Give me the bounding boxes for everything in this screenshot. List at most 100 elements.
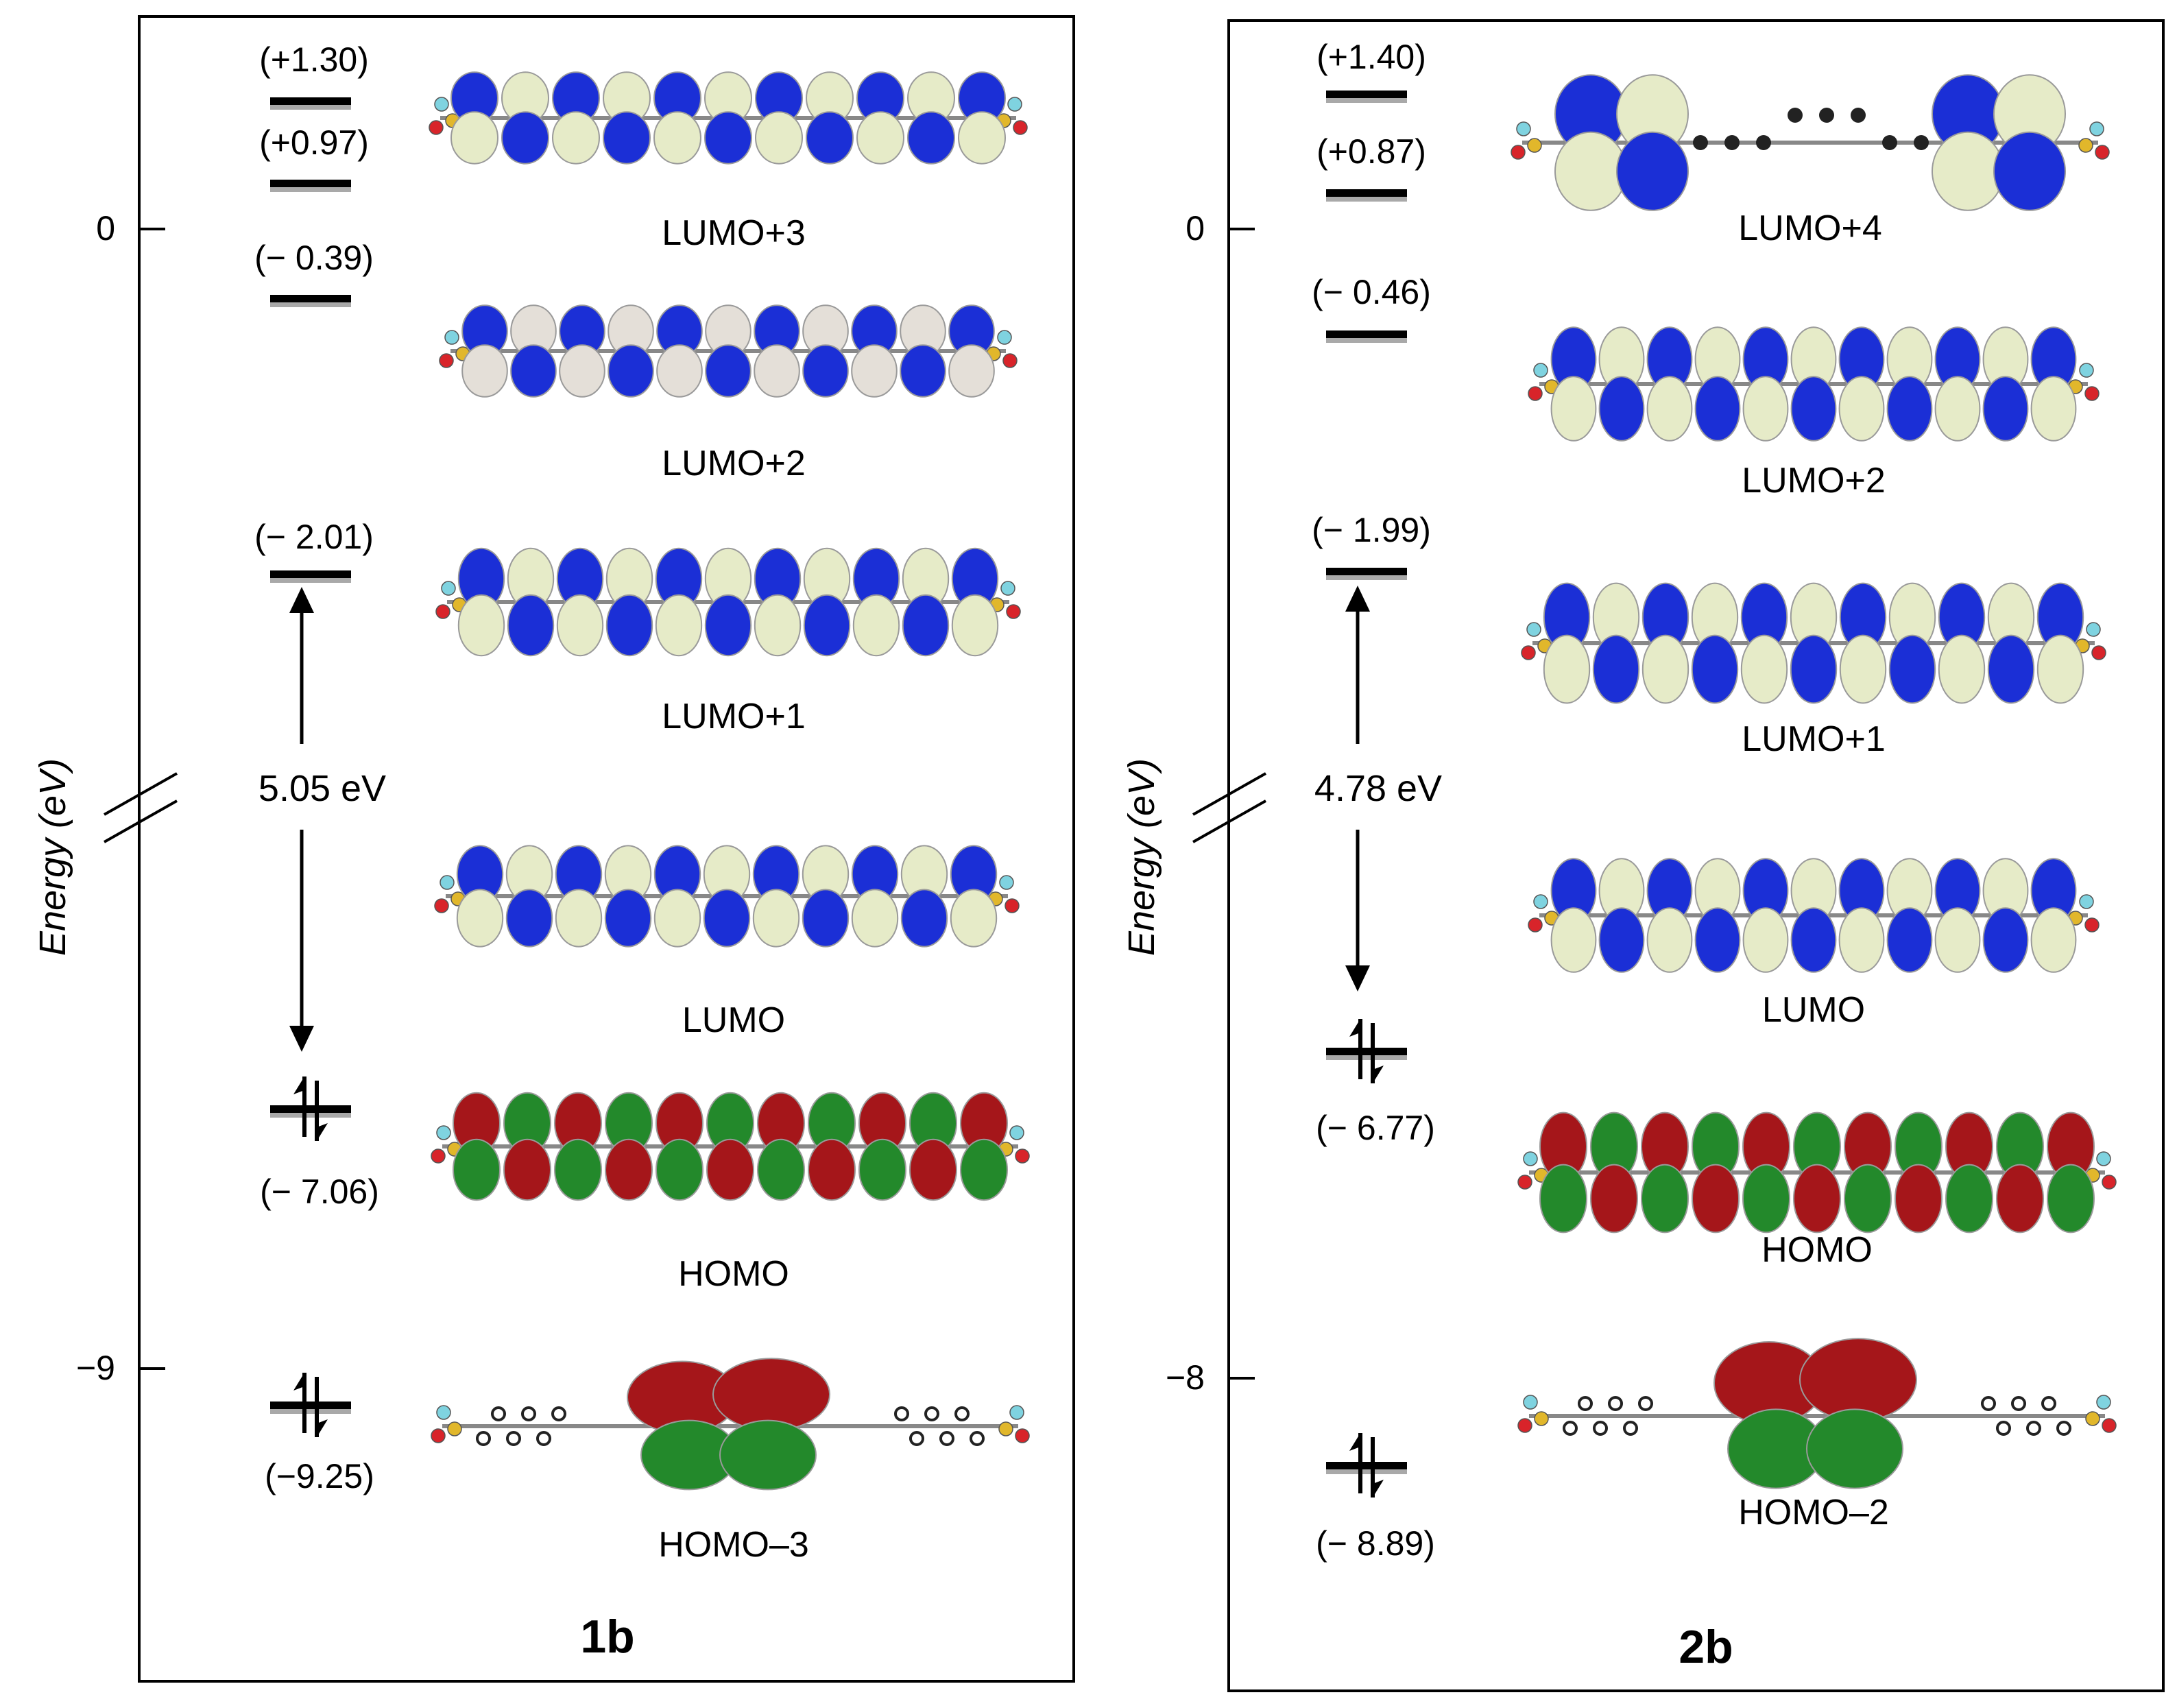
orbital-lumo-plus-2: LUMO+2 <box>439 304 1018 483</box>
axis-break-mark <box>104 772 178 816</box>
orbital-lumo-plus-2: LUMO+2 <box>1528 326 2100 501</box>
level-1: (+1.40) <box>1316 38 1426 103</box>
level-2: (+0.97) <box>259 123 369 192</box>
orbital-label: HOMO–3 <box>658 1525 809 1565</box>
tick-label: −8 <box>1166 1358 1205 1397</box>
orbital-homo: HOMO <box>431 1092 1030 1294</box>
level-value: (+1.30) <box>259 40 369 79</box>
orbital-isosurface <box>431 1092 1030 1201</box>
level-2: (+0.87) <box>1316 132 1426 202</box>
gap-value: 4.78 eV <box>1314 768 1442 809</box>
orbital-isosurface <box>435 547 1021 657</box>
panel-title: 1b <box>580 1611 634 1663</box>
level-shadow <box>1326 1055 1407 1060</box>
level-shadow <box>1326 1469 1407 1474</box>
level-3: (− 0.39) <box>254 239 374 307</box>
axis-title: Energy (eV) <box>32 758 73 956</box>
orbital-label: LUMO+4 <box>1738 208 1882 248</box>
tick-label: −9 <box>76 1349 115 1387</box>
panel-1b: 0 −9 Energy (eV) (+1.30) (+0.97) (− 0.39… <box>32 15 1075 1683</box>
gap-arrow <box>289 587 314 1052</box>
orbital-isosurface <box>1528 326 2100 442</box>
level-value: (− 6.77) <box>1316 1109 1435 1147</box>
panel-title: 2b <box>1679 1621 1733 1673</box>
orbital-label: HOMO <box>678 1254 789 1294</box>
level-shadow <box>270 1409 351 1414</box>
orbital-isosurface <box>429 71 1028 165</box>
level-shadow <box>270 1113 351 1118</box>
level-value: (− 0.39) <box>254 239 374 277</box>
level-value: (− 1.99) <box>1312 511 1431 549</box>
level-value: (− 0.46) <box>1312 273 1431 311</box>
level-shadow <box>1326 575 1407 580</box>
orbital-label: LUMO+1 <box>662 697 806 736</box>
level-shadow <box>270 578 351 583</box>
orbital-label: LUMO+2 <box>662 444 806 483</box>
orbital-lumo-plus-1: LUMO+1 <box>1521 582 2106 759</box>
level-lumo: (− 1.99) <box>1312 511 1431 580</box>
electron-pair-icon <box>1349 1433 1384 1497</box>
level-1: (+1.30) <box>259 40 369 110</box>
orbital-lumo: LUMO <box>434 845 1020 1040</box>
level-bar <box>1326 189 1407 197</box>
orbital-lumo-plus-4: LUMO+4 <box>1511 74 2110 248</box>
panel-frame <box>138 15 1075 1683</box>
orbital-label: HOMO <box>1761 1230 1873 1270</box>
level-bar <box>1326 1462 1407 1469</box>
level-bar <box>270 570 351 578</box>
level-6: (−9.25) <box>265 1373 374 1495</box>
level-bar <box>270 180 351 187</box>
axis-title: Energy (eV) <box>1121 758 1162 956</box>
orbital-homo-minus-3: HOMO–3 <box>431 1358 1030 1565</box>
orbital-isosurface <box>1517 1338 2117 1489</box>
electron-pair-icon <box>1349 1019 1384 1083</box>
level-value: (− 8.89) <box>1316 1524 1435 1563</box>
panel-2b: 0 −8 Energy (eV) (+1.40) (+0.87) (− 0.46… <box>1121 19 2165 1692</box>
orbital-isosurface <box>1511 74 2110 211</box>
level-bar <box>270 1105 351 1113</box>
level-value: (−9.25) <box>265 1457 374 1495</box>
level-bar <box>270 295 351 302</box>
level-value: (+0.97) <box>259 123 369 162</box>
gap-value: 5.05 eV <box>258 768 386 809</box>
orbital-label: LUMO+3 <box>662 213 806 253</box>
level-bar <box>270 97 351 105</box>
panel-frame <box>1227 19 2165 1692</box>
orbital-homo: HOMO <box>1517 1111 2117 1270</box>
orbital-label: LUMO <box>1762 990 1865 1030</box>
orbital-lumo-plus-3: LUMO+3 <box>429 71 1028 253</box>
level-shadow <box>270 105 351 110</box>
tick-label: 0 <box>96 209 115 248</box>
orbital-isosurface <box>439 304 1018 398</box>
level-bar <box>1326 330 1407 338</box>
level-6: (− 8.89) <box>1316 1433 1435 1563</box>
level-3: (− 0.46) <box>1312 273 1431 343</box>
tick-label: 0 <box>1186 209 1205 248</box>
orbital-homo-minus-2: HOMO–2 <box>1517 1338 2117 1532</box>
level-bar <box>1326 568 1407 575</box>
axis-break-mark <box>1192 799 1266 843</box>
orbital-isosurface <box>1517 1111 2117 1234</box>
level-shadow <box>1326 197 1407 202</box>
level-value: (− 7.06) <box>260 1172 379 1211</box>
level-homo: (− 7.06) <box>260 1076 379 1211</box>
level-bar <box>1326 1048 1407 1055</box>
level-lumo: (− 2.01) <box>254 518 374 583</box>
level-shadow <box>1326 98 1407 103</box>
orbital-lumo-plus-1: LUMO+1 <box>435 547 1021 736</box>
level-value: (− 2.01) <box>254 518 374 556</box>
orbital-label: LUMO <box>682 1000 785 1040</box>
level-shadow <box>270 302 351 307</box>
orbital-label: LUMO+2 <box>1742 461 1886 501</box>
level-shadow <box>1326 338 1407 343</box>
orbital-isosurface <box>434 845 1020 948</box>
orbital-isosurface <box>1521 582 2106 704</box>
orbital-isosurface <box>431 1358 1030 1491</box>
level-value: (+1.40) <box>1316 38 1426 76</box>
level-value: (+0.87) <box>1316 132 1426 171</box>
electron-pair-icon <box>293 1076 328 1141</box>
orbital-isosurface <box>1528 858 2100 973</box>
level-shadow <box>270 187 351 192</box>
level-bar <box>1326 91 1407 98</box>
